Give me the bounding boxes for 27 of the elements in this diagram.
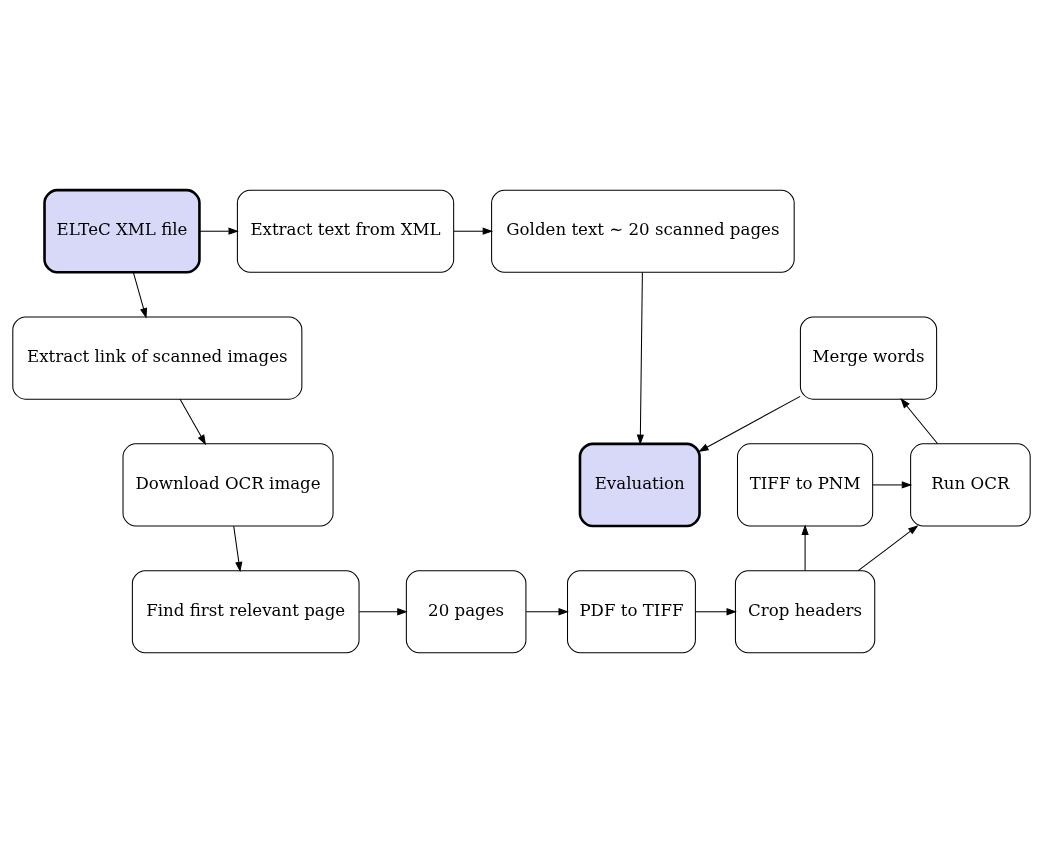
node-box: 20 pages [405, 569, 527, 653]
arrow [857, 524, 919, 571]
arrow [358, 607, 408, 615]
arrow [695, 607, 737, 615]
node-box: Run OCR [910, 442, 1031, 526]
arrow [801, 524, 809, 571]
arrow [179, 398, 207, 445]
arrow [233, 525, 243, 572]
arrow [199, 227, 239, 235]
node-box: TIFF to PNM [737, 442, 874, 526]
node-box: Find first relevant page [131, 569, 360, 653]
arrow [698, 395, 801, 452]
arrow [872, 480, 913, 489]
arrow [525, 607, 569, 615]
node-box: Evaluation [578, 442, 701, 527]
node-box: ELTeC XML file [43, 188, 201, 274]
node-box: Extract link of scanned images [12, 316, 303, 400]
arrow [132, 271, 148, 318]
arrow [453, 227, 494, 235]
node-box: Download OCR image [122, 442, 334, 526]
arrow [900, 397, 939, 444]
node-box: Golden text ∼ 20 scanned pages [491, 189, 795, 273]
node-box: Extract text from XML [236, 189, 455, 273]
node-box: PDF to TIFF [567, 569, 696, 653]
arrow [636, 271, 644, 445]
node-box: Merge words [799, 316, 938, 400]
node-box: Crop headers [734, 569, 876, 653]
